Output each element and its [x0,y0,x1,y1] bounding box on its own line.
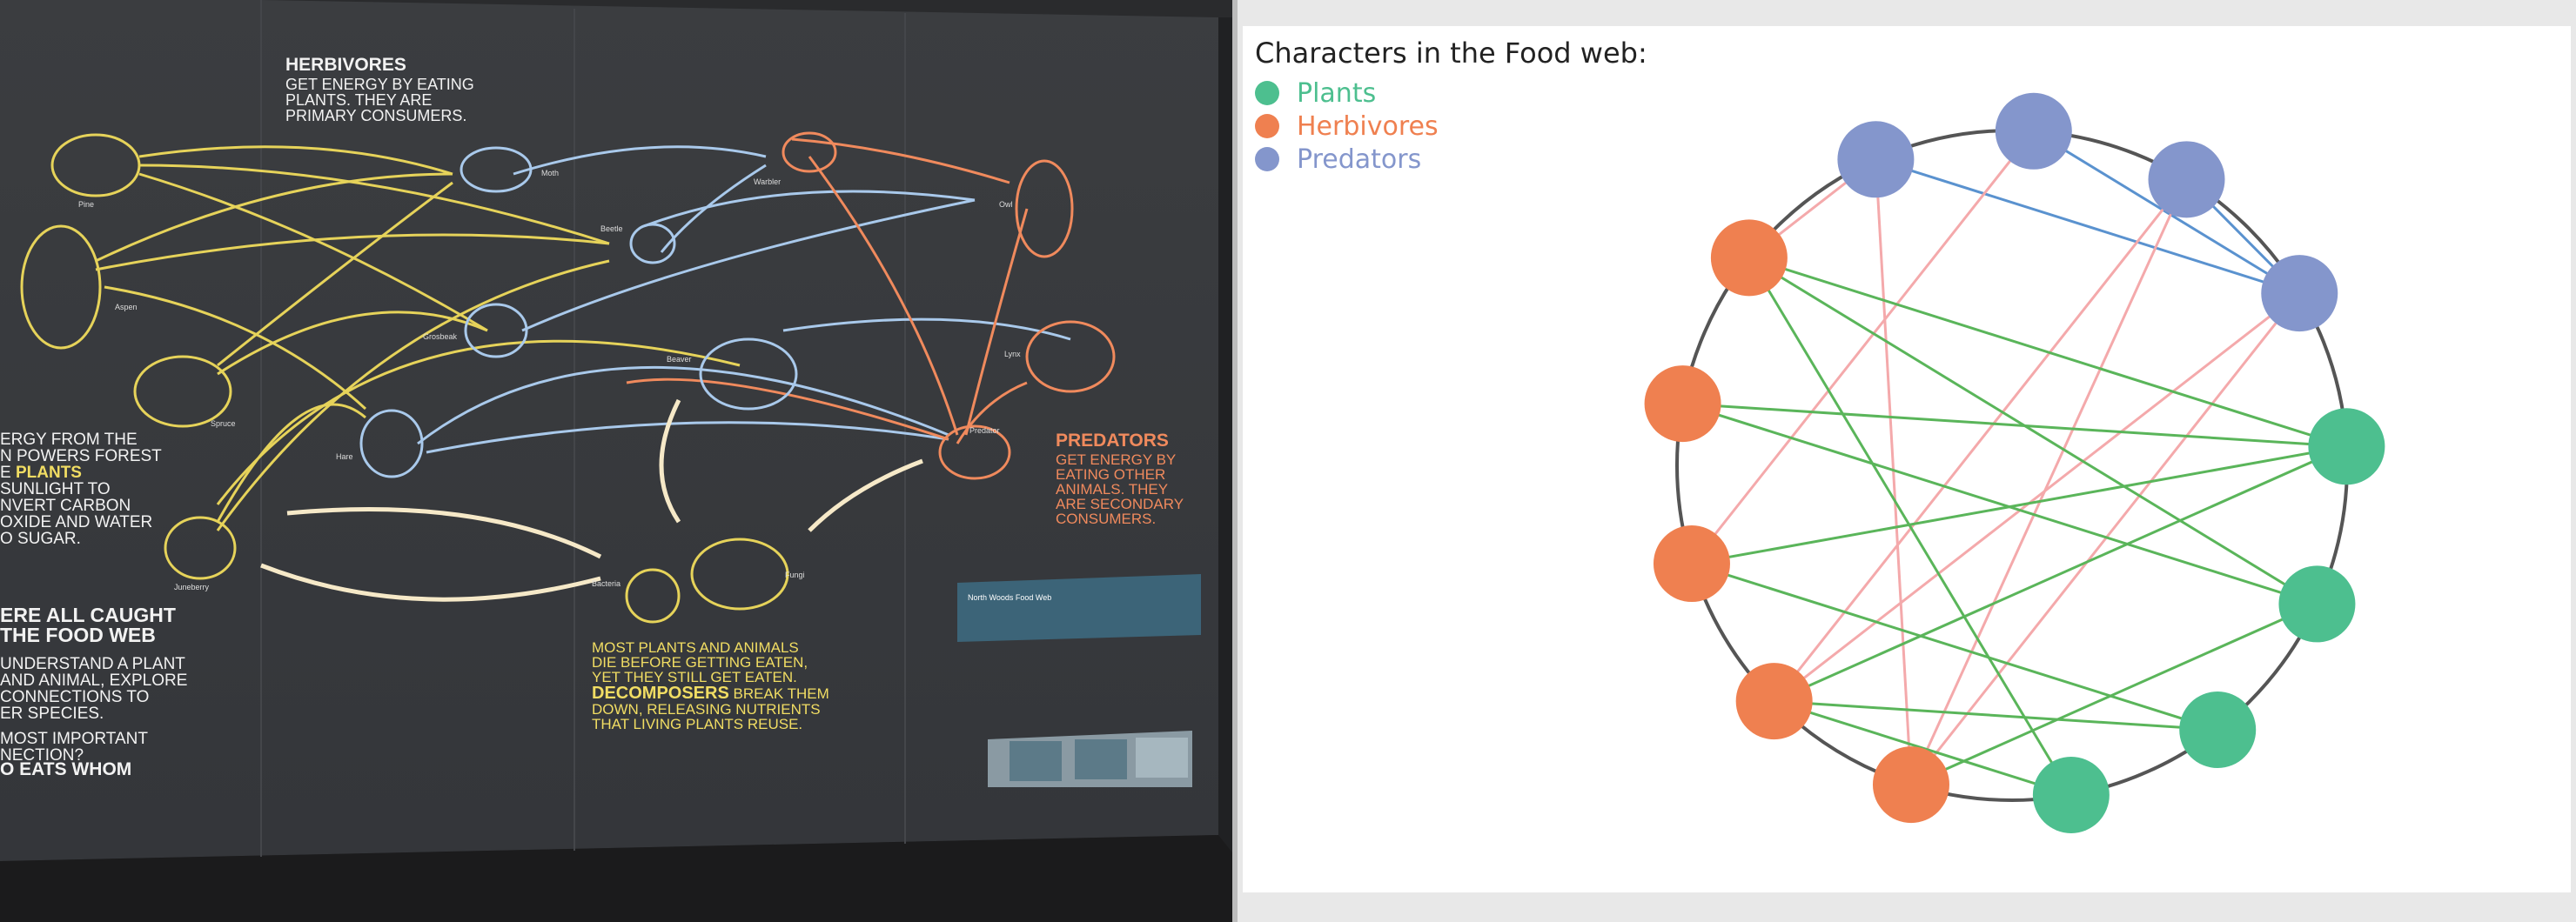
species-label: Beetle [600,224,623,233]
hare-drawing [359,409,424,478]
species-label: Warbler [754,177,782,186]
legend-item-plants: Plants [1255,77,1439,110]
species-label: Aspen [115,303,138,311]
exhibit-wall [0,0,1218,861]
caught-heading: ERE ALL CAUGHT THE FOOD WEB [0,604,176,646]
wall-species-drawings [20,131,1116,624]
fungi-drawing [690,538,789,611]
herbivore-node[interactable] [1653,525,1730,603]
species-label: Owl [999,200,1013,209]
herbivore-node[interactable] [1872,746,1949,824]
predator-node[interactable] [2261,255,2338,332]
species-label: Grosbeak [423,332,458,341]
plant-node[interactable] [2032,756,2110,833]
info-panel [957,574,1201,642]
species-label: Fungi [785,571,805,579]
edge-herbivore-plant [1682,402,2347,448]
edge-predator-herbivore [1773,178,2188,703]
grosbeak-drawing [464,303,528,358]
spruce-drawing [133,355,232,428]
legend-marker [1255,81,1279,105]
predator-node[interactable] [1837,121,1915,198]
panel-divider [1232,0,1238,922]
pine-drawing [50,133,141,197]
important-text: MOST IMPORTANT NECTION? [0,730,148,765]
exhibit-wall-illustration: North Woods Food Web [0,0,1232,922]
species-label: Spruce [211,419,236,428]
legend-label: Plants [1297,77,1377,109]
legend-marker [1255,114,1279,138]
edge-herbivore-plant [1774,699,2218,732]
species-label: Beaver [667,355,692,364]
lynx-drawing [1025,320,1116,393]
species-label: Bacteria [592,579,621,588]
warbler-drawing [782,131,837,173]
species-label: Juneberry [174,583,210,591]
plant-node[interactable] [2179,692,2257,769]
beaver-drawing [699,337,798,411]
juneberry-drawing [164,516,237,580]
plants-text: ERGY FROM THE N POWERS FOREST E PLANTS S… [0,431,162,548]
species-label: Pine [78,200,95,209]
species-label: Predator [969,426,1000,435]
aspen-drawing [20,224,102,350]
legend-label: Herbivores [1297,110,1439,142]
edge-herbivore-plant [1748,256,2347,448]
edge-predator-predator [1875,157,2300,295]
decomposers-text: MOST PLANTS AND ANIMALS DIE BEFORE GETTI… [592,639,829,732]
species-label: Hare [336,452,353,461]
moth-drawing [460,146,533,193]
edge-predator-herbivore [1773,291,2301,703]
plant-node[interactable] [2308,408,2385,485]
legend-marker [1255,147,1279,171]
predator-node[interactable] [2148,141,2225,218]
plant-node[interactable] [2278,565,2356,643]
herbivores-text: GET ENERGY BY EATING PLANTS. THEY ARE PR… [285,76,474,124]
edge-herbivore-plant [1748,257,2318,605]
edge-herbivore-plant [1774,444,2347,703]
edge-herbivore-plant [1691,444,2347,565]
info-panel-title: North Woods Food Web [968,593,1051,602]
edge-predator-herbivore [1909,178,2188,785]
edge-predator-predator [2033,130,2301,295]
predator-node[interactable] [1995,92,2072,170]
edge-herbivore-plant [1910,603,2318,786]
plants-word: PLANTS [15,464,82,482]
edge-herbivore-plant [1682,402,2318,605]
herbivore-node[interactable] [1644,365,1721,443]
food-web-diagram: Characters in the Food web: Plants Herbi… [1243,26,2571,892]
predator-insect-drawing [938,424,1011,480]
predators-text: GET ENERGY BY EATING OTHER ANIMALS. THEY… [1056,451,1184,527]
network-graph [1644,92,2385,833]
floor [0,835,1232,922]
predators-heading: PREDATORS [1056,431,1169,451]
species-label: Moth [541,169,560,177]
herbivores-heading: HERBIVORES [285,55,406,75]
eats-whom-heading: O EATS WHOM [0,759,132,779]
owl-drawing [1015,159,1074,258]
edge-predator-herbivore [1909,292,2301,786]
beetle-drawing [629,223,676,264]
decomposers-word: DECOMPOSERS [592,684,729,703]
legend-label: Predators [1297,144,1422,175]
edge-predator-herbivore [1690,130,2035,565]
herbivore-node[interactable] [1735,663,1813,740]
herbivore-node[interactable] [1710,219,1788,297]
food-web-diagram-panel: Characters in the Food web: Plants Herbi… [1238,0,2576,922]
diagram-title: Characters in the Food web: [1255,37,1647,70]
edge-herbivore-plant [1774,699,2072,797]
legend: Plants Herbivores Predators [1255,77,1439,176]
bacteria-drawing [625,568,681,624]
legend-item-predators: Predators [1255,143,1439,176]
legend-item-herbivores: Herbivores [1255,110,1439,143]
edge-herbivore-plant [1748,257,2073,796]
edge-predator-herbivore [1874,159,1913,785]
species-label: Lynx [1004,350,1021,358]
edge-herbivore-plant [1691,562,2218,732]
caught-text: UNDERSTAND A PLANT AND ANIMAL, EXPLORE C… [0,655,188,723]
wall-food-web-links [95,137,1071,602]
museum-exhibit-photo: North Woods Food Web HERBIVORES GET ENER… [0,0,1232,922]
